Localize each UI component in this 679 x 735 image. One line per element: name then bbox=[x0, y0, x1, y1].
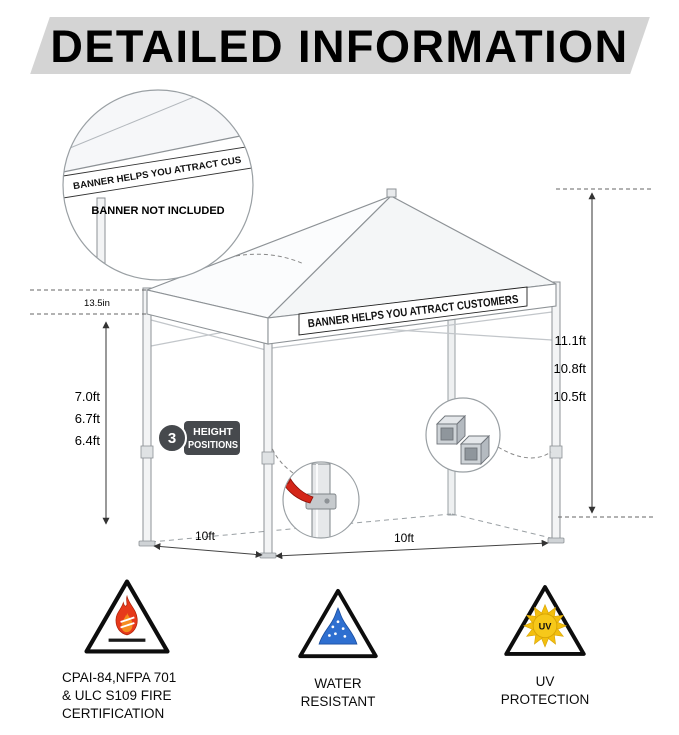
fire-caption: CPAI-84,NFPA 701 & ULC S109 FIRE CERTIFI… bbox=[62, 670, 177, 721]
badge-line2: POSITIONS bbox=[188, 439, 238, 451]
valance-height-label: 13.5in bbox=[84, 298, 110, 309]
height-label-10-5: 10.5ft bbox=[553, 389, 586, 404]
depth-label: 10ft bbox=[195, 529, 216, 543]
tent-canopy: BANNER HELPS YOU ATTRACT CUSTOMERS bbox=[138, 188, 565, 559]
dimension-annotations: 13.5in 7.0ft 6.7ft 6.4ft 11.1ft 10.8ft 1… bbox=[30, 188, 654, 560]
fire-triangle-icon bbox=[84, 579, 170, 654]
flame-icon bbox=[115, 594, 138, 636]
tube-material-inset bbox=[425, 397, 552, 473]
inset-note: BANNER NOT INCLUDED bbox=[91, 205, 224, 217]
water-resistant-feature: WATER RESISTANT bbox=[263, 584, 413, 711]
banner-zoom-inset: BANNER HELPS YOU ATTRACT CUS BANNER NOT … bbox=[62, 89, 305, 281]
sun-icon: UV bbox=[523, 603, 567, 648]
water-mound-icon bbox=[318, 607, 358, 645]
badge-count: 3 bbox=[168, 430, 176, 447]
sun-uv-label: UV bbox=[539, 621, 553, 631]
height-label-11-1: 11.1ft bbox=[554, 333, 586, 348]
height-positions-badge: 3 HEIGHT POSITIONS bbox=[157, 421, 240, 455]
page-title: DETAILED INFORMATION bbox=[50, 21, 629, 72]
water-triangle-icon bbox=[298, 588, 378, 659]
fire-certification-feature: CPAI-84,NFPA 701 & ULC S109 FIRE CERTIFI… bbox=[52, 574, 202, 722]
leg-lock-inset bbox=[271, 447, 360, 539]
uv-protection-feature: UV UV PROTECTION bbox=[470, 580, 620, 709]
height-label-10-8: 10.8ft bbox=[553, 361, 586, 376]
height-label-6-7: 6.7ft bbox=[75, 411, 101, 426]
height-label-6-4: 6.4ft bbox=[75, 433, 101, 448]
height-label-7-0: 7.0ft bbox=[75, 389, 101, 404]
water-caption: WATER RESISTANT bbox=[300, 676, 376, 709]
square-tube-icon bbox=[435, 414, 491, 466]
uv-triangle-icon: UV bbox=[504, 585, 586, 656]
badge-line1: HEIGHT bbox=[193, 426, 233, 438]
uv-caption: UV PROTECTION bbox=[500, 674, 590, 707]
width-label: 10ft bbox=[394, 531, 415, 545]
